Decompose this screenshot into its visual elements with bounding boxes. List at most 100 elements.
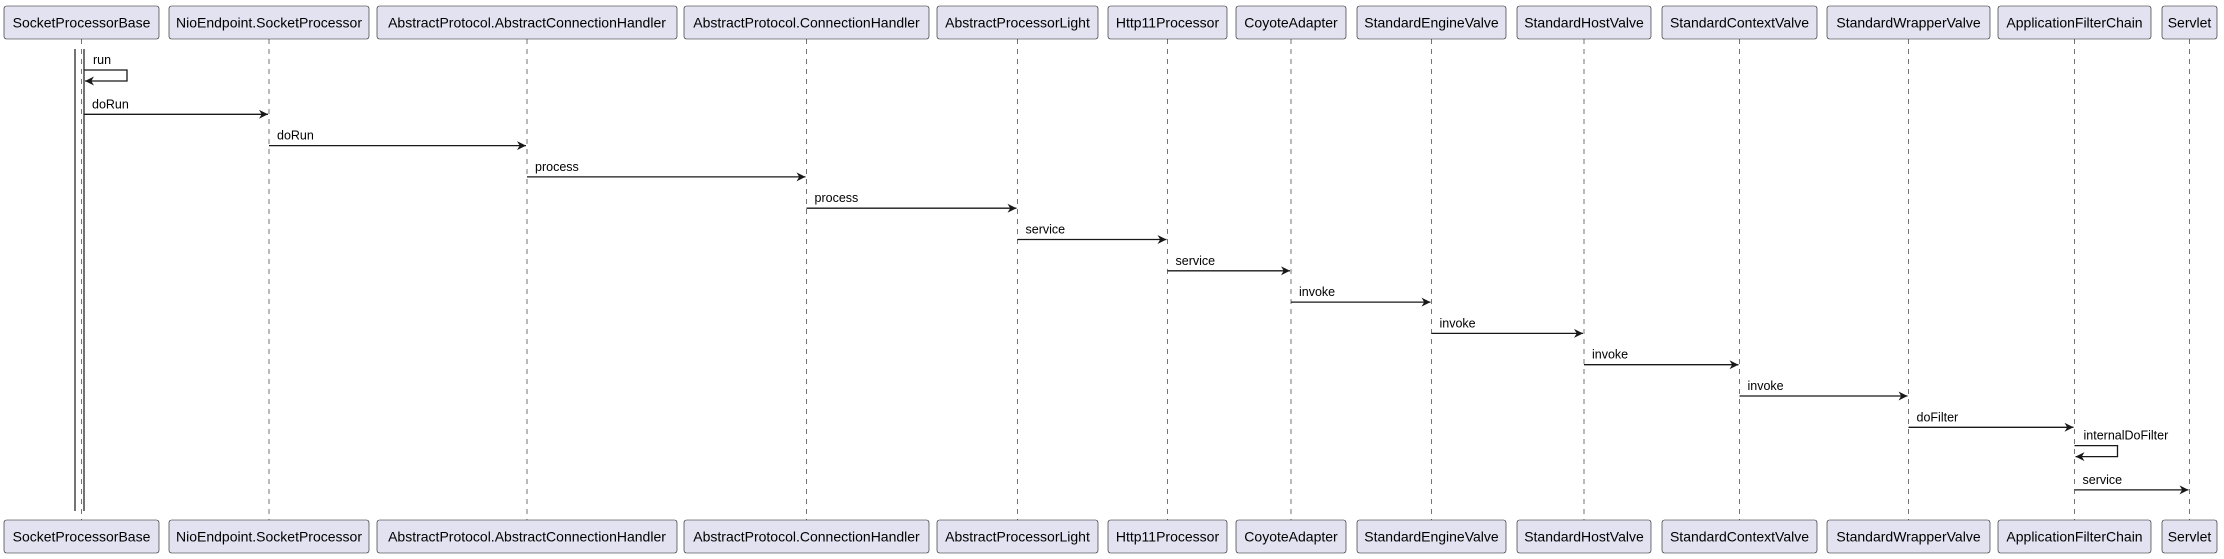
message-label: service [1026,223,1066,237]
participant-box [1516,5,1652,40]
activation-bars [74,49,85,511]
participant-box [1826,519,1991,554]
message-label: doFilter [1917,410,1959,424]
participant-head-p9: StandardContextValve [1661,5,1818,40]
message-11: invoke [1739,379,1908,401]
message-1: run [84,53,128,86]
participant-label: AbstractProcessorLight [945,15,1090,31]
participant-feet: SocketProcessorBase NioEndpoint.SocketPro… [3,519,2218,554]
participant-foot-p6: CoyoteAdapter [1235,519,1347,554]
participant-foot-p12: Servlet [2161,519,2218,554]
message-4: process [527,160,806,182]
participant-label: StandardHostValve [1524,529,1644,545]
participant-head-p7: StandardEngineValve [1356,5,1507,40]
messages: run doRun doRun process process service servic… [84,53,2189,495]
message-label: doRun [92,97,129,111]
participant-label: ApplicationFilterChain [2006,529,2142,545]
participant-box [2161,5,2218,40]
participant-foot-p9: StandardContextValve [1661,519,1818,554]
message-9: invoke [1431,316,1583,338]
participant-box [1235,519,1347,554]
participant-box [1356,519,1507,554]
participant-head-p2: AbstractProtocol.AbstractConnectionHandl… [376,5,678,40]
participant-label: Servlet [2168,15,2212,31]
participant-head-p5: Http11Processor [1107,5,1228,40]
participant-box [1661,519,1818,554]
message-label: service [1176,254,1216,268]
participant-label: Http11Processor [1116,15,1220,31]
participant-foot-p1: NioEndpoint.SocketProcessor [168,519,370,554]
participant-head-p1: NioEndpoint.SocketProcessor [168,5,370,40]
participant-box [1107,5,1228,40]
participant-foot-p2: AbstractProtocol.AbstractConnectionHandl… [376,519,678,554]
participant-label: StandardHostValve [1524,15,1644,31]
participant-label: StandardWrapperValve [1836,529,1980,545]
self-arrow [2074,444,2119,462]
participant-box [2161,519,2218,554]
participant-box [1107,519,1228,554]
participant-foot-p10: StandardWrapperValve [1826,519,1991,554]
message-2: doRun [84,97,268,119]
participant-head-p4: AbstractProcessorLight [936,5,1099,40]
participant-label: AbstractProtocol.ConnectionHandler [693,15,920,31]
message-label: invoke [1748,379,1784,393]
participant-label: StandardEngineValve [1364,529,1499,545]
participant-label: CoyoteAdapter [1244,15,1338,31]
participant-box [1516,519,1652,554]
participant-head-p0: SocketProcessorBase [3,5,160,40]
self-arrow [84,69,128,86]
participant-label: NioEndpoint.SocketProcessor [176,529,362,545]
participant-box [168,519,370,554]
participant-label: SocketProcessorBase [13,529,151,545]
participant-box [376,5,678,40]
participant-label: StandardContextValve [1670,15,1809,31]
participant-box [936,5,1099,40]
message-7: service [1167,254,1290,276]
participant-box [3,519,160,554]
participant-box [1661,5,1818,40]
participant-label: CoyoteAdapter [1244,529,1338,545]
participant-foot-p0: SocketProcessorBase [3,519,160,554]
participant-box [683,519,930,554]
participant-label: Servlet [2168,529,2212,545]
participant-box [168,5,370,40]
participant-head-p8: StandardHostValve [1516,5,1652,40]
participant-box [936,519,1099,554]
message-label: process [815,191,859,205]
participant-box [1826,5,1991,40]
message-label: invoke [1299,285,1335,299]
participant-foot-p5: Http11Processor [1107,519,1228,554]
message-label: process [535,160,579,174]
participant-label: AbstractProtocol.ConnectionHandler [693,529,920,545]
participant-box [3,5,160,40]
participant-box [1235,5,1347,40]
participant-box [376,519,678,554]
message-14: service [2074,473,2189,495]
participant-label: AbstractProtocol.AbstractConnectionHandl… [388,15,666,31]
participant-foot-p4: AbstractProcessorLight [936,519,1099,554]
message-label: service [2083,473,2123,487]
message-13: internalDoFilter [2074,429,2169,462]
participant-head-p11: ApplicationFilterChain [1997,5,2152,40]
participant-label: NioEndpoint.SocketProcessor [176,15,362,31]
message-3: doRun [269,129,526,151]
participant-box [683,5,930,40]
participant-foot-p8: StandardHostValve [1516,519,1652,554]
message-label: internalDoFilter [2084,429,2169,443]
lifelines [81,39,2190,520]
message-12: doFilter [1908,410,2074,432]
message-8: invoke [1291,285,1431,307]
participant-head-p3: AbstractProtocol.ConnectionHandler [683,5,930,40]
participant-label: Http11Processor [1116,529,1220,545]
message-label: doRun [277,129,314,143]
participant-label: ApplicationFilterChain [2006,15,2142,31]
participant-foot-p3: AbstractProtocol.ConnectionHandler [683,519,930,554]
participant-label: StandardEngineValve [1364,15,1499,31]
message-label: invoke [1440,316,1476,330]
participant-label: StandardContextValve [1670,529,1809,545]
participant-label: StandardWrapperValve [1836,15,1980,31]
participant-label: AbstractProcessorLight [945,529,1090,545]
participant-foot-p7: StandardEngineValve [1356,519,1507,554]
participant-label: AbstractProtocol.AbstractConnectionHandl… [388,529,666,545]
